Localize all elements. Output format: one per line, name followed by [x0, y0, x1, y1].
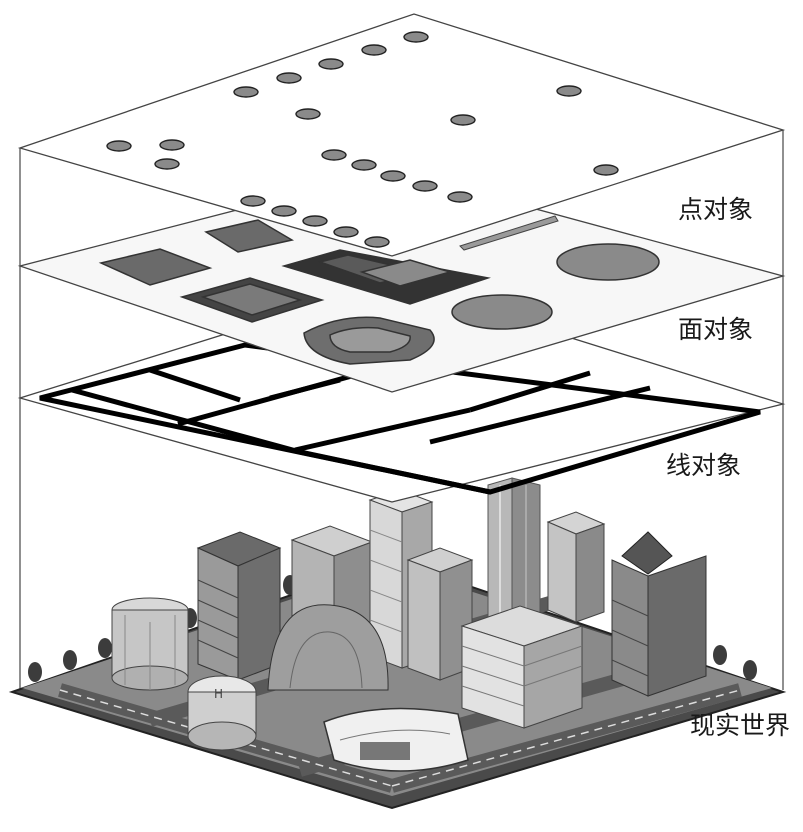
svg-text:H: H	[214, 687, 223, 701]
building-left-cylinder	[111, 597, 189, 691]
point-features	[106, 31, 619, 248]
central-tower	[487, 477, 541, 636]
building-far-right	[611, 531, 707, 697]
building-right-tall	[546, 511, 606, 623]
label-polygon-layer: 面对象	[678, 315, 753, 344]
polygon-layer	[17, 169, 786, 393]
point-layer	[17, 13, 786, 257]
point-layer-feature-strip	[459, 215, 559, 251]
building-front-white	[460, 605, 584, 729]
stack-guides	[19, 130, 784, 692]
label-real-world: 现实世界	[690, 711, 790, 740]
city-scene: H	[8, 477, 787, 810]
office-tower-left	[196, 531, 282, 681]
line-features	[39, 342, 761, 495]
polygon-features	[98, 219, 660, 365]
label-line-layer: 线对象	[666, 451, 741, 480]
label-point-layer: 点对象	[678, 195, 753, 224]
dome-building	[267, 604, 389, 691]
stadium-building	[323, 707, 469, 772]
helipad-building: H	[187, 675, 257, 751]
